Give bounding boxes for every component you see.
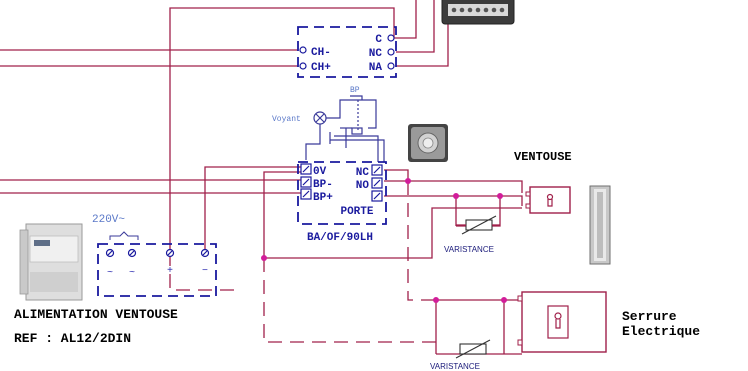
wire-ctrl-left-down [263,171,301,258]
varistance-2: VARISTANCE [430,339,491,371]
alimentation-ref: REF : AL12/2DIN [14,331,131,346]
varistance-2-label: VARISTANCE [430,362,480,371]
node-4 [261,255,267,261]
voyant-label: Voyant [272,115,301,124]
wire-relay-nc [396,0,435,53]
wire-ctrl-no [384,195,523,206]
bp-schematic: BP Voyant [272,86,385,162]
controller-label-bp-minus: BP- [313,179,333,191]
controller-label-0v: 0V [313,166,327,178]
psu-photo [19,223,83,301]
psu-label-ac2: ~ [129,268,135,279]
relay-terminal-ch-plus [299,62,307,70]
varistance-1: VARISTANCE [444,215,500,254]
relay-label-nc: NC [369,48,383,60]
relay-label-ch-plus: CH+ [311,62,331,74]
relay-label-c: C [375,34,382,46]
dashed-wires [169,181,436,343]
relay-label-na: NA [369,62,383,74]
dashed-bottom-return [263,258,436,343]
serrure-title-line2: Electrique [622,324,700,339]
node-1 [453,193,459,199]
wire-ventouse-bottom [264,207,522,259]
wire-relay-na [396,0,449,67]
psu-label-ac1: ~ [107,268,113,279]
relay-terminal-na [387,62,395,70]
relay-terminal-ch-minus [299,46,307,54]
wire-top-loop-b [394,0,417,39]
controller-label-no: NO [356,180,370,192]
psu-label-plus: + [167,266,173,277]
controller-box: 0V BP- BP+ NC NO PORTE BA/OF/90LH [297,161,387,244]
node-5 [433,297,439,303]
psu-terminal-box: 220V~ ~ ~ + − [92,214,217,297]
top-device [441,0,515,25]
relay-terminal-c [387,34,395,42]
wire-ctrl-0v [204,166,301,250]
pushbutton-photo [408,124,448,162]
keyhole-icon [546,193,554,207]
controller-model-label: BA/OF/90LH [307,232,373,244]
wire-ctrl-nc [384,180,523,193]
relay-box: CH- CH+ C NC NA [297,26,397,78]
node-6 [501,297,507,303]
wire-ctrl-nc-down [384,169,409,181]
ventouse-lock [525,186,571,214]
bp-label: BP [350,86,360,95]
dashed-left-loop [169,252,238,291]
ventouse-title: VENTOUSE [514,150,572,164]
controller-porte-label: PORTE [340,206,373,218]
voltage-label: 220V~ [92,214,125,226]
serrure-keyhole-icon [554,312,562,329]
relay-terminal-nc [387,48,395,56]
alimentation-title: ALIMENTATION VENTOUSE [14,307,178,322]
junction-nodes [261,178,507,303]
serrure-title-line1: Serrure [622,309,677,324]
wire-top-loop-a [169,7,395,250]
dashed-ctrl-to-serrure [407,181,436,301]
varistance-1-label: VARISTANCE [444,245,494,254]
serrure-lock [517,291,607,353]
node-2 [497,193,503,199]
wires [0,0,523,355]
controller-label-bp-plus: BP+ [313,192,333,204]
node-3 [405,178,411,184]
psu-label-minus: − [202,266,208,277]
controller-label-nc: NC [356,167,370,179]
relay-label-ch-minus: CH- [311,47,331,59]
ventouse-photo [589,185,611,265]
